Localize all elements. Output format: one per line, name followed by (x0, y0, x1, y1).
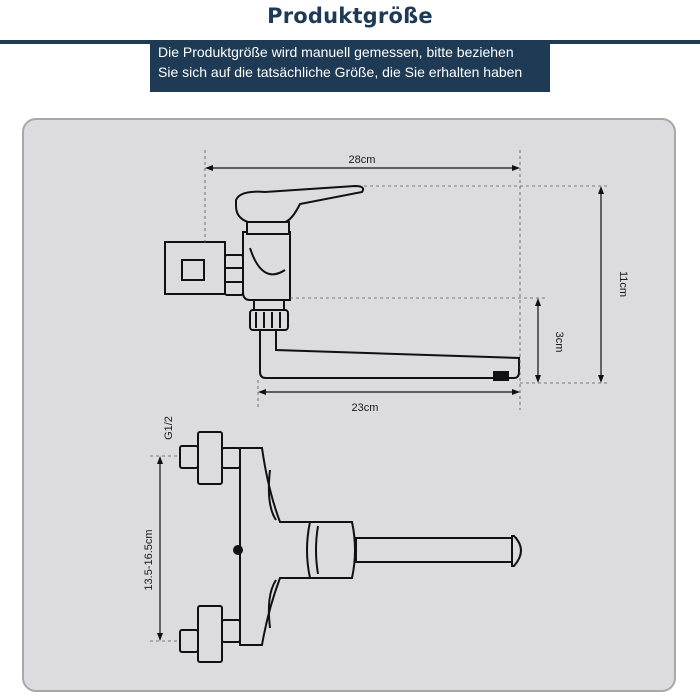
page-title: Produktgröße (267, 4, 433, 28)
faucet-side-view (164, 184, 520, 381)
spout-height-label: 3cm (553, 332, 565, 353)
connection-distance-label: 13.5-16.5cm (143, 529, 155, 590)
diagram-panel (22, 118, 676, 692)
subtitle-banner: Die Produktgröße wird manuell gemessen, … (150, 40, 550, 92)
side-view-dimension-arrows (205, 165, 604, 395)
faucet-top-view (179, 431, 522, 663)
side-view-dimensions (204, 150, 610, 410)
subtitle-line-2: Sie sich auf die tatsächliche Größe, die… (158, 64, 523, 80)
thread-label: G1/2 (163, 416, 175, 440)
top-view-dimensions (150, 455, 180, 642)
width-top-label: 28cm (349, 154, 376, 166)
spout-length-label: 23cm (352, 402, 379, 414)
height-total-label: 11cm (617, 271, 629, 297)
subtitle-line-1: Die Produktgröße wird manuell gemessen, … (158, 44, 514, 60)
